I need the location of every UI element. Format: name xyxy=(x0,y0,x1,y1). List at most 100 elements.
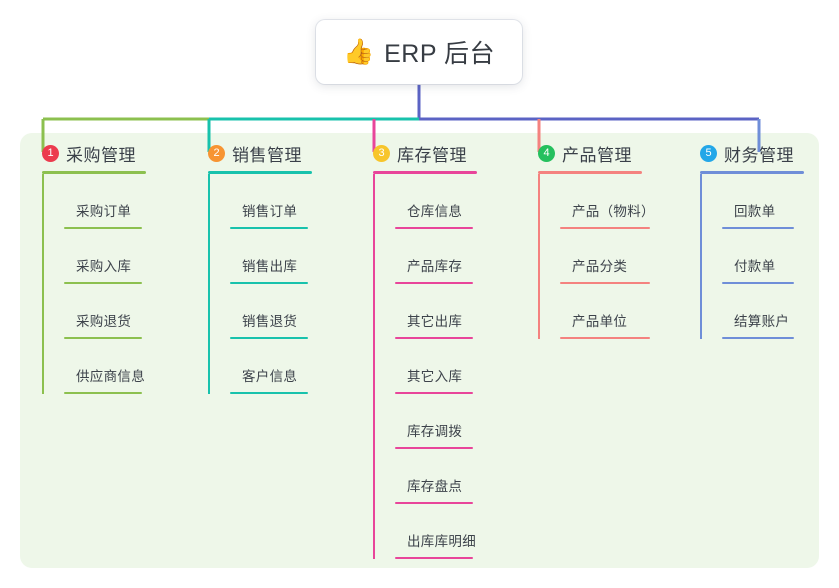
branch-item-label: 销售出库 xyxy=(242,259,298,274)
branch-item-underline xyxy=(230,282,308,284)
branch-title-5: 财务管理 xyxy=(724,145,794,165)
branch-item-underline xyxy=(230,227,308,229)
branch-item-underline xyxy=(560,337,650,339)
branch-title-4: 产品管理 xyxy=(562,145,632,165)
branch-title-3: 库存管理 xyxy=(397,145,467,165)
branch-item-list-5: 回款单付款单结算账户 xyxy=(700,174,804,339)
branch-item-underline xyxy=(560,282,650,284)
branch-item[interactable]: 出库库明细 xyxy=(395,504,477,559)
branch-item-underline xyxy=(395,227,473,229)
branch-header-3[interactable]: 3 库存管理 xyxy=(373,140,477,166)
branch-item[interactable]: 库存调拨 xyxy=(395,394,477,449)
branch-item-underline xyxy=(722,282,794,284)
branch-item-label: 库存盘点 xyxy=(407,479,463,494)
branch-item[interactable]: 仓库信息 xyxy=(395,174,477,229)
branch-badge-2: 2 xyxy=(208,144,225,162)
branch-item-list-1: 采购订单采购入库采购退货供应商信息 xyxy=(42,174,146,394)
branch-item-label: 产品库存 xyxy=(407,259,463,274)
branch-underline-3 xyxy=(373,171,477,174)
branch-item[interactable]: 产品单位 xyxy=(560,284,650,339)
branch-item[interactable]: 客户信息 xyxy=(230,339,312,394)
branch-item-label: 采购退货 xyxy=(76,314,132,329)
branch-item-label: 结算账户 xyxy=(734,314,790,329)
branch-item[interactable]: 销售退货 xyxy=(230,284,312,339)
branch-item[interactable]: 库存盘点 xyxy=(395,449,477,504)
branch-spine-5 xyxy=(700,174,702,339)
branch-item-label: 产品分类 xyxy=(572,259,628,274)
branch-item[interactable]: 付款单 xyxy=(722,229,804,284)
branch-item-underline xyxy=(64,392,142,394)
branch-item[interactable]: 销售出库 xyxy=(230,229,312,284)
branch-column-1: 1 采购管理采购订单采购入库采购退货供应商信息 xyxy=(42,140,146,394)
branch-column-4: 4 产品管理产品（物料） 产品分类产品单位 xyxy=(538,140,655,339)
branch-item-underline xyxy=(560,227,650,229)
branch-item[interactable]: 结算账户 xyxy=(722,284,804,339)
branch-item[interactable]: 产品（物料） xyxy=(560,174,655,229)
branch-item[interactable]: 采购入库 xyxy=(64,229,146,284)
branch-item[interactable]: 供应商信息 xyxy=(64,339,146,394)
branch-underline-2 xyxy=(208,171,312,174)
branch-item-label: 其它入库 xyxy=(407,369,463,384)
branch-spine-4 xyxy=(538,174,540,339)
branch-item-label: 客户信息 xyxy=(242,369,298,384)
branch-underline-4 xyxy=(538,171,642,174)
branch-underline-5 xyxy=(700,171,804,174)
branch-item-label: 付款单 xyxy=(734,259,776,274)
branch-item-underline xyxy=(395,447,473,449)
branch-item-underline xyxy=(64,282,142,284)
branch-title-1: 采购管理 xyxy=(66,145,136,165)
branch-item[interactable]: 采购退货 xyxy=(64,284,146,339)
branches-panel xyxy=(20,133,819,568)
branch-item[interactable]: 产品分类 xyxy=(560,229,650,284)
branch-item[interactable]: 销售订单 xyxy=(230,174,312,229)
branch-header-4[interactable]: 4 产品管理 xyxy=(538,140,642,166)
branch-item-underline xyxy=(230,392,308,394)
branch-item-underline xyxy=(64,227,142,229)
branch-spine-3 xyxy=(373,174,375,559)
branch-spine-1 xyxy=(42,174,44,394)
branch-item-label: 销售退货 xyxy=(242,314,298,329)
thumbs-up-icon: 👍 xyxy=(342,37,375,66)
branch-item-label: 采购入库 xyxy=(76,259,132,274)
branch-column-5: 5 财务管理回款单付款单结算账户 xyxy=(700,140,804,339)
branch-item-label: 产品单位 xyxy=(572,314,628,329)
branch-item-underline xyxy=(395,557,473,559)
root-node-card[interactable]: 👍 ERP 后台 xyxy=(316,20,522,84)
branch-header-1[interactable]: 1 采购管理 xyxy=(42,140,146,166)
branch-header-5[interactable]: 5 财务管理 xyxy=(700,140,804,166)
branch-badge-5: 5 xyxy=(700,144,717,162)
branch-item-label: 库存调拨 xyxy=(407,424,463,439)
branch-badge-3: 3 xyxy=(373,144,390,162)
branch-item-list-3: 仓库信息产品库存其它出库其它入库库存调拨库存盘点出库库明细 xyxy=(373,174,477,559)
branch-item[interactable]: 产品库存 xyxy=(395,229,477,284)
branch-item-label: 供应商信息 xyxy=(76,369,145,384)
branch-item-underline xyxy=(64,337,142,339)
branch-item-list-2: 销售订单销售出库销售退货客户信息 xyxy=(208,174,312,394)
branch-item-underline xyxy=(722,227,794,229)
branch-item-underline xyxy=(395,337,473,339)
branch-item[interactable]: 其它出库 xyxy=(395,284,477,339)
branch-spine-2 xyxy=(208,174,210,394)
branch-item-underline xyxy=(395,502,473,504)
branch-item-underline xyxy=(395,282,473,284)
branch-item-label: 产品（物料） xyxy=(572,204,655,219)
branch-item[interactable]: 回款单 xyxy=(722,174,804,229)
branch-underline-1 xyxy=(42,171,146,174)
branch-item-underline xyxy=(395,392,473,394)
branch-item-label: 回款单 xyxy=(734,204,776,219)
root-node-title: ERP 后台 xyxy=(384,40,496,68)
branch-item[interactable]: 其它入库 xyxy=(395,339,477,394)
branch-badge-4: 4 xyxy=(538,144,555,162)
branch-item-label: 采购订单 xyxy=(76,204,132,219)
branch-badge-1: 1 xyxy=(42,144,59,162)
branch-item-list-4: 产品（物料） 产品分类产品单位 xyxy=(538,174,655,339)
branch-item-underline xyxy=(230,337,308,339)
branch-item-label: 仓库信息 xyxy=(407,204,463,219)
branch-item-label: 其它出库 xyxy=(407,314,463,329)
branch-item[interactable]: 采购订单 xyxy=(64,174,146,229)
branch-item-label: 销售订单 xyxy=(242,204,298,219)
branch-item-underline xyxy=(722,337,794,339)
